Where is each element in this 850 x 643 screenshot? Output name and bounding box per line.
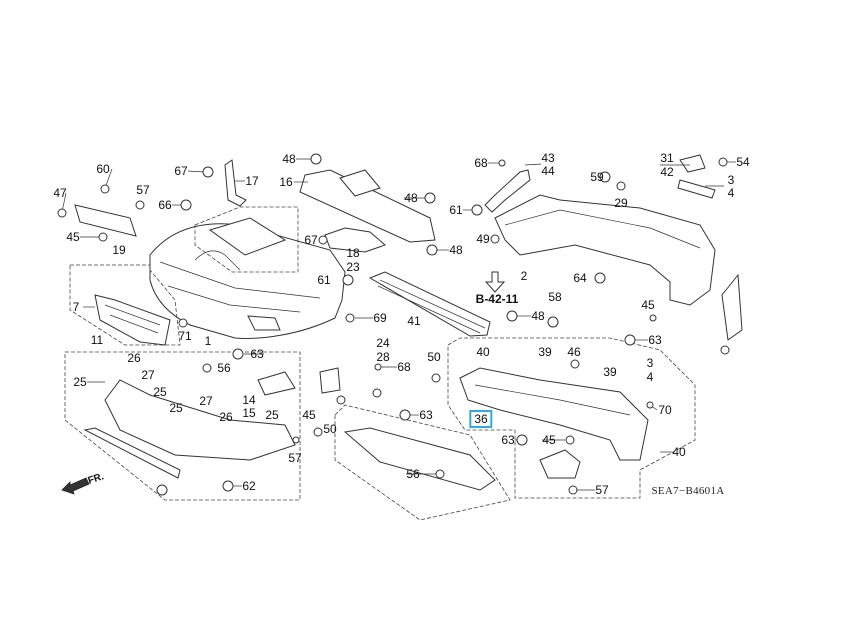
part-label-59[interactable]: 59 bbox=[590, 170, 604, 184]
front-bumper-face bbox=[149, 223, 346, 339]
part-label-68[interactable]: 68 bbox=[474, 156, 488, 170]
part-label-24[interactable]: 24 bbox=[376, 336, 390, 350]
part-label-54[interactable]: 54 bbox=[736, 155, 750, 169]
part-label-46[interactable]: 46 bbox=[567, 345, 581, 359]
part-label-15[interactable]: 15 bbox=[242, 406, 256, 420]
part-label-63[interactable]: 63 bbox=[648, 333, 662, 347]
part-label-27[interactable]: 27 bbox=[141, 368, 155, 382]
part-label-4[interactable]: 4 bbox=[727, 186, 735, 200]
front-arrow-icon bbox=[61, 477, 90, 495]
diagram-code: SEA7−B4601A bbox=[651, 485, 725, 497]
part-label-64[interactable]: 64 bbox=[573, 271, 587, 285]
part-label-45[interactable]: 45 bbox=[641, 298, 655, 312]
part-label-40[interactable]: 40 bbox=[672, 445, 686, 459]
part-label-50[interactable]: 50 bbox=[323, 422, 337, 436]
part-label-61[interactable]: 61 bbox=[317, 273, 331, 287]
part-label-18[interactable]: 18 bbox=[346, 246, 360, 260]
part-label-63[interactable]: 63 bbox=[501, 433, 515, 447]
part-label-57[interactable]: 57 bbox=[136, 183, 150, 197]
part-label-36[interactable]: 36 bbox=[469, 410, 493, 428]
part-label-63[interactable]: 63 bbox=[250, 347, 264, 361]
part-label-45[interactable]: 45 bbox=[542, 433, 556, 447]
part-label-70[interactable]: 70 bbox=[658, 403, 672, 417]
part-label-25[interactable]: 25 bbox=[73, 375, 87, 389]
part-label-26[interactable]: 26 bbox=[219, 410, 233, 424]
part-label-7[interactable]: 7 bbox=[72, 300, 80, 314]
part-label-62[interactable]: 62 bbox=[242, 479, 256, 493]
part-label-48[interactable]: 48 bbox=[449, 243, 463, 257]
part-label-1[interactable]: 1 bbox=[204, 334, 212, 348]
part-label-26[interactable]: 26 bbox=[127, 351, 141, 365]
part-label-25[interactable]: 25 bbox=[265, 408, 279, 422]
part-label-48[interactable]: 48 bbox=[282, 152, 296, 166]
part-label-11[interactable]: 11 bbox=[90, 333, 104, 347]
part-label-2[interactable]: 2 bbox=[520, 269, 528, 283]
part-label-63[interactable]: 63 bbox=[419, 408, 433, 422]
part-label-68[interactable]: 68 bbox=[397, 360, 411, 374]
part-label-29[interactable]: 29 bbox=[614, 196, 628, 210]
part-label-17[interactable]: 17 bbox=[245, 174, 259, 188]
part-label-48[interactable]: 48 bbox=[531, 309, 545, 323]
part-label-49[interactable]: 49 bbox=[476, 232, 490, 246]
part-label-41[interactable]: 41 bbox=[407, 314, 421, 328]
part-label-28[interactable]: 28 bbox=[376, 350, 390, 364]
part-label-4[interactable]: 4 bbox=[646, 370, 654, 384]
part-label-44[interactable]: 44 bbox=[541, 164, 555, 178]
part-label-67[interactable]: 67 bbox=[304, 233, 318, 247]
reference-link[interactable]: B-42-11 bbox=[475, 292, 519, 306]
part-label-67[interactable]: 67 bbox=[174, 164, 188, 178]
part-label-57[interactable]: 57 bbox=[595, 483, 609, 497]
part-label-56[interactable]: 56 bbox=[406, 467, 420, 481]
part-label-19[interactable]: 19 bbox=[112, 243, 126, 257]
part-label-14[interactable]: 14 bbox=[242, 393, 256, 407]
reference-arrow-icon bbox=[484, 271, 506, 293]
part-label-48[interactable]: 48 bbox=[404, 191, 418, 205]
part-label-45[interactable]: 45 bbox=[302, 408, 316, 422]
part-label-3[interactable]: 3 bbox=[727, 173, 735, 187]
part-label-45[interactable]: 45 bbox=[66, 230, 80, 244]
part-label-58[interactable]: 58 bbox=[548, 290, 562, 304]
part-label-71[interactable]: 71 bbox=[178, 329, 192, 343]
part-label-57[interactable]: 57 bbox=[288, 451, 302, 465]
part-label-61[interactable]: 61 bbox=[449, 203, 463, 217]
part-label-27[interactable]: 27 bbox=[199, 394, 213, 408]
part-label-25[interactable]: 25 bbox=[153, 385, 167, 399]
part-label-39[interactable]: 39 bbox=[538, 345, 552, 359]
part-label-42[interactable]: 42 bbox=[660, 165, 674, 179]
part-label-25[interactable]: 25 bbox=[169, 401, 183, 415]
part-label-40[interactable]: 40 bbox=[476, 345, 490, 359]
part-label-50[interactable]: 50 bbox=[427, 350, 441, 364]
part-label-16[interactable]: 16 bbox=[279, 175, 293, 189]
part-label-39[interactable]: 39 bbox=[603, 365, 617, 379]
part-label-43[interactable]: 43 bbox=[541, 151, 555, 165]
part-label-31[interactable]: 31 bbox=[660, 151, 674, 165]
part-label-56[interactable]: 56 bbox=[217, 361, 231, 375]
part-label-3[interactable]: 3 bbox=[646, 356, 654, 370]
part-label-66[interactable]: 66 bbox=[158, 198, 172, 212]
part-label-23[interactable]: 23 bbox=[346, 260, 360, 274]
part-label-69[interactable]: 69 bbox=[373, 311, 387, 325]
part-label-60[interactable]: 60 bbox=[96, 162, 110, 176]
part-label-47[interactable]: 47 bbox=[53, 186, 67, 200]
